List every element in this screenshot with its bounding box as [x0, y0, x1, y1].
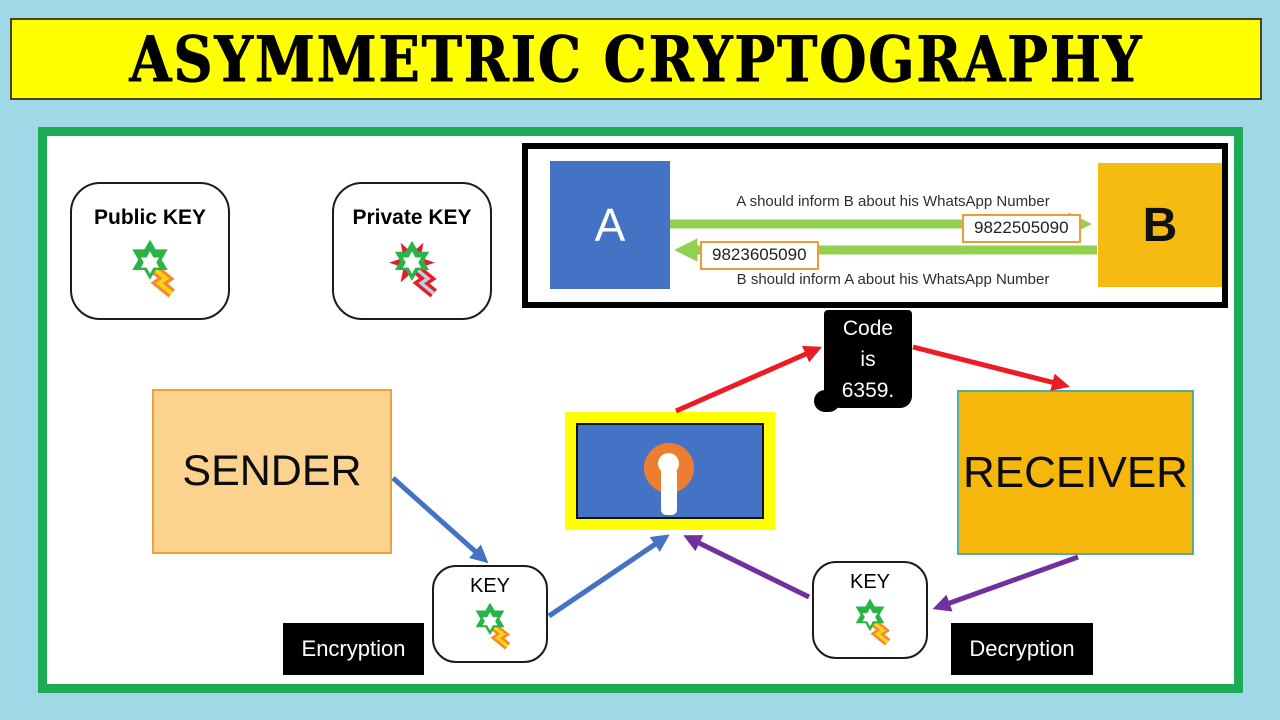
sender-label: SENDER — [182, 447, 362, 495]
padlock-image — [565, 412, 775, 530]
code-note-scroll: Code is 6359. — [814, 310, 912, 412]
code-note-line3: 6359. — [841, 379, 895, 402]
node-b-label: B — [1142, 198, 1178, 252]
title-banner: ASYMMETRIC CRYPTOGRAPHY — [10, 18, 1262, 100]
star-key-public-icon — [132, 239, 175, 298]
encryption-key-card: KEY — [432, 565, 548, 663]
receiver-box: RECEIVER — [957, 390, 1194, 555]
keyhole-stem — [661, 467, 677, 515]
sender-box: SENDER — [152, 389, 392, 554]
decryption-label: Decryption — [951, 623, 1093, 675]
public-key-label: Public KEY — [93, 206, 207, 229]
number-chip-b-to-a: 9823605090 — [700, 241, 819, 270]
decryption-key-card: KEY — [812, 561, 928, 659]
public-key-card: Public KEY — [70, 182, 230, 320]
private-key-label: Private KEY — [352, 206, 472, 229]
receiver-label: RECEIVER — [963, 447, 1188, 497]
star-key-icon — [855, 598, 891, 646]
whatsapp-exchange-panel: A B A should inform B about his WhatsApp… — [522, 143, 1228, 308]
star-key-private-icon — [389, 240, 437, 298]
encryption-label: Encryption — [283, 623, 424, 675]
padlock-inner — [576, 423, 764, 519]
code-note-line1: Code — [842, 317, 894, 340]
code-note-line2: is — [860, 348, 876, 371]
decryption-key-label: KEY — [849, 571, 891, 593]
node-a-box: A — [550, 161, 670, 289]
encryption-key-label: KEY — [469, 575, 511, 597]
page-title: ASYMMETRIC CRYPTOGRAPHY — [129, 21, 1143, 97]
node-b-box: B — [1098, 163, 1222, 287]
caption-a-to-b: A should inform B about his WhatsApp Num… — [736, 193, 1050, 210]
node-a-label: A — [594, 199, 626, 251]
number-chip-a-to-b: 9822505090 — [962, 214, 1081, 243]
star-key-icon — [475, 602, 511, 650]
private-key-card: Private KEY — [332, 182, 492, 320]
caption-b-to-a: B should inform A about his WhatsApp Num… — [736, 271, 1050, 288]
